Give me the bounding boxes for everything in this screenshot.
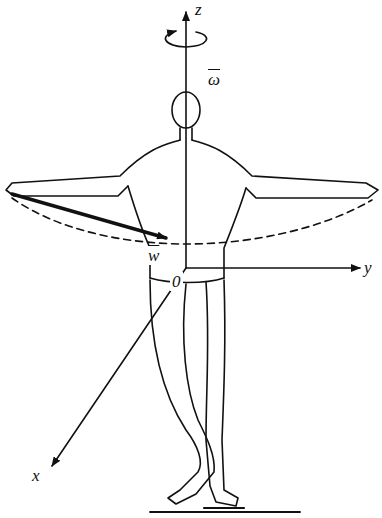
y-axis [186, 267, 360, 269]
velocity-label: w [146, 246, 161, 265]
skate-blade [204, 507, 244, 509]
neck [180, 128, 192, 140]
head [172, 92, 200, 128]
ice-line [150, 511, 300, 513]
angular-velocity-label: ω [206, 70, 222, 89]
waist [150, 278, 224, 283]
origin-label: 0 [170, 272, 183, 291]
velocity-vector [12, 194, 166, 238]
standing-leg [206, 280, 238, 506]
crossed-leg [150, 280, 214, 504]
x-axis [52, 268, 186, 466]
axis-label: z [193, 0, 204, 19]
left-arm [6, 140, 180, 196]
right-arm [192, 140, 378, 198]
axis-label: y [362, 258, 374, 277]
z-axis [185, 12, 187, 268]
hand-path [12, 198, 372, 244]
rotation-arrow [165, 31, 206, 47]
axis-label: x [30, 466, 42, 485]
